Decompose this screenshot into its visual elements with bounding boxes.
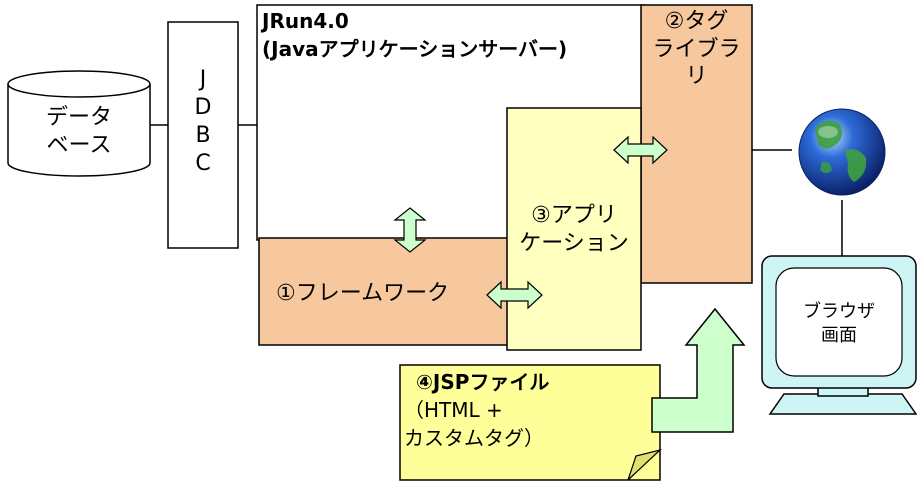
database-label: データ ベース [24, 104, 134, 159]
bent-up-arrow-icon [651, 307, 746, 433]
jsp-title: ④JSPファイル [416, 370, 550, 394]
database-label-line2: ベース [46, 132, 112, 158]
tag-library-label: ②タグ ライブラ リ [641, 8, 752, 91]
jdbc-letter: B [195, 123, 211, 148]
database-label-line1: データ [45, 105, 112, 130]
jdbc-letter: C [195, 151, 211, 176]
browser-label: ブラウザ 画面 [776, 300, 902, 349]
server-subtitle: (Javaアプリケーションサーバー) [262, 37, 568, 61]
double-arrow-icon [393, 207, 427, 253]
globe-icon [798, 108, 886, 196]
browser-label-line1: ブラウザ [803, 301, 875, 322]
tag-library-label-line1: ②タグ [664, 9, 729, 34]
jdbc-letter: D [194, 95, 212, 120]
jsp-line3: カスタムタグ） [404, 426, 544, 450]
tag-library-label-line2: ライブラ [652, 36, 741, 62]
double-arrow-icon [613, 135, 668, 165]
database-cylinder-icon [7, 70, 151, 177]
tag-library-label-line3: リ [685, 64, 708, 89]
monitor-icon [761, 255, 917, 415]
double-arrow-icon [486, 280, 543, 310]
application-label-line2: ケーション [519, 230, 629, 256]
browser-label-line2: 画面 [821, 325, 857, 347]
application-label: ③アプリ ケーション [507, 202, 641, 257]
jdbc-letter: J [199, 67, 207, 92]
jdbc-box [167, 21, 239, 249]
server-title: JRun4.0 [262, 9, 349, 33]
jsp-note [399, 364, 663, 481]
jdbc-label: J D B C [168, 66, 238, 178]
jsp-line2: （HTML + [404, 398, 503, 422]
framework-label: ①フレームワーク [276, 281, 450, 306]
application-label-line1: ③アプリ [531, 203, 617, 228]
